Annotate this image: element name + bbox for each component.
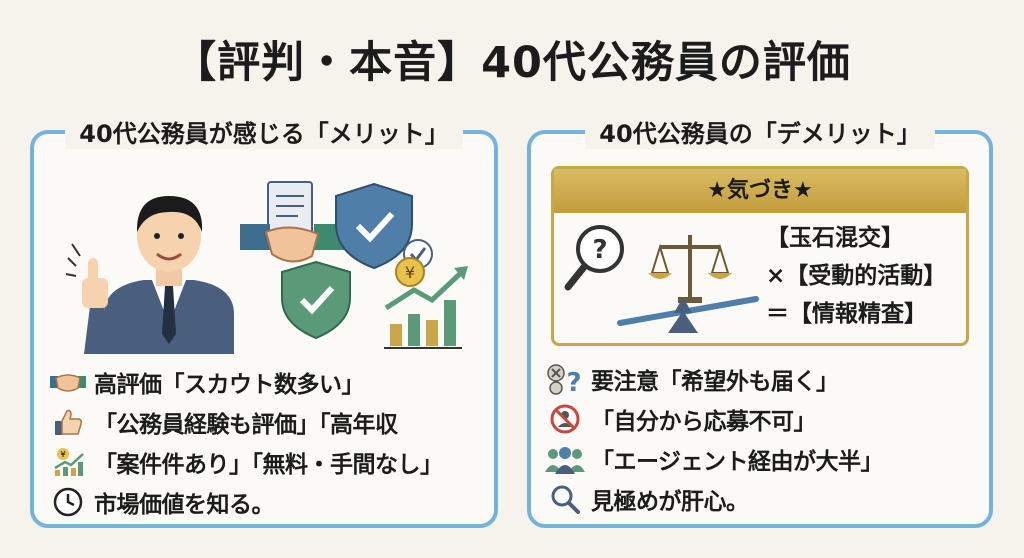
handshake-document-icon: [240, 181, 344, 263]
formula-line: ×【受動的活動】: [766, 263, 947, 289]
list-item: 市場価値を知る。: [48, 482, 488, 522]
merits-list: 高評価「スカウト数多い」 「公務員経験も評価」「高年収 ¥ 「案件件あり」「無料…: [48, 362, 488, 522]
demerits-heading: 40代公務員の「デメリット」: [585, 114, 935, 149]
merits-illustration: ¥: [65, 181, 468, 354]
agent-group-icon: [545, 441, 585, 477]
merits-heading: 40代公務員が感じる「メリット」: [65, 114, 463, 149]
thumbs-up-icon: [48, 404, 88, 440]
security-shield-icon: [335, 182, 433, 270]
formula-line: ＝【情報精査】: [766, 301, 927, 327]
list-item: 「自分から応募不可」: [545, 399, 983, 439]
protection-shield-icon: [281, 260, 351, 340]
formula-line: 【玉石混交】: [766, 225, 904, 251]
svg-text:¥: ¥: [60, 450, 65, 459]
svg-text:¥: ¥: [405, 263, 415, 282]
list-item: 高評価「スカウト数多い」: [48, 362, 488, 402]
clock-icon: [48, 484, 88, 520]
svg-text:?: ?: [592, 235, 607, 265]
awareness-box: ★気づき★ ? 【玉石混交】: [551, 166, 969, 346]
growth-chart-icon: ¥: [48, 444, 88, 480]
demerits-panel: 40代公務員の「デメリット」 ★気づき★ ?: [527, 114, 993, 528]
list-item: 見極めが肝心。: [545, 479, 983, 519]
list-item: 「エージェント経由が大半」: [545, 439, 983, 479]
businessman-illustration: [65, 196, 234, 354]
awareness-illustration: ?: [564, 225, 759, 333]
balance-scale-icon: [648, 235, 732, 303]
svg-text:?: ?: [566, 368, 581, 395]
page-title: 【評判・本音】40代公務員の評価: [173, 38, 851, 88]
list-item: ? 要注意「希望外も届く」: [545, 359, 983, 399]
yen-growth-chart-icon: ¥: [384, 257, 468, 349]
awareness-formula: 【玉石混交】 ×【受動的活動】 ＝【情報精査】: [766, 219, 946, 333]
list-item: ¥ 「案件件あり」「無料・手間なし」: [48, 442, 488, 482]
magnifier-question-icon: ?: [564, 225, 624, 291]
demerits-list: ? 要注意「希望外も届く」 「自分から応募不可」 「エージェント経由が大半」 見…: [545, 359, 983, 519]
caution-question-icon: ?: [545, 361, 585, 397]
magnifier-icon: [545, 481, 585, 517]
awareness-label: ★気づき★: [554, 169, 966, 213]
prohibited-icon: [545, 401, 585, 437]
handshake-icon: [48, 364, 88, 400]
merits-panel: 40代公務員が感じる「メリット」: [30, 114, 498, 528]
list-item: 「公務員経験も評価」「高年収: [48, 402, 488, 442]
seesaw-icon: [617, 296, 759, 333]
